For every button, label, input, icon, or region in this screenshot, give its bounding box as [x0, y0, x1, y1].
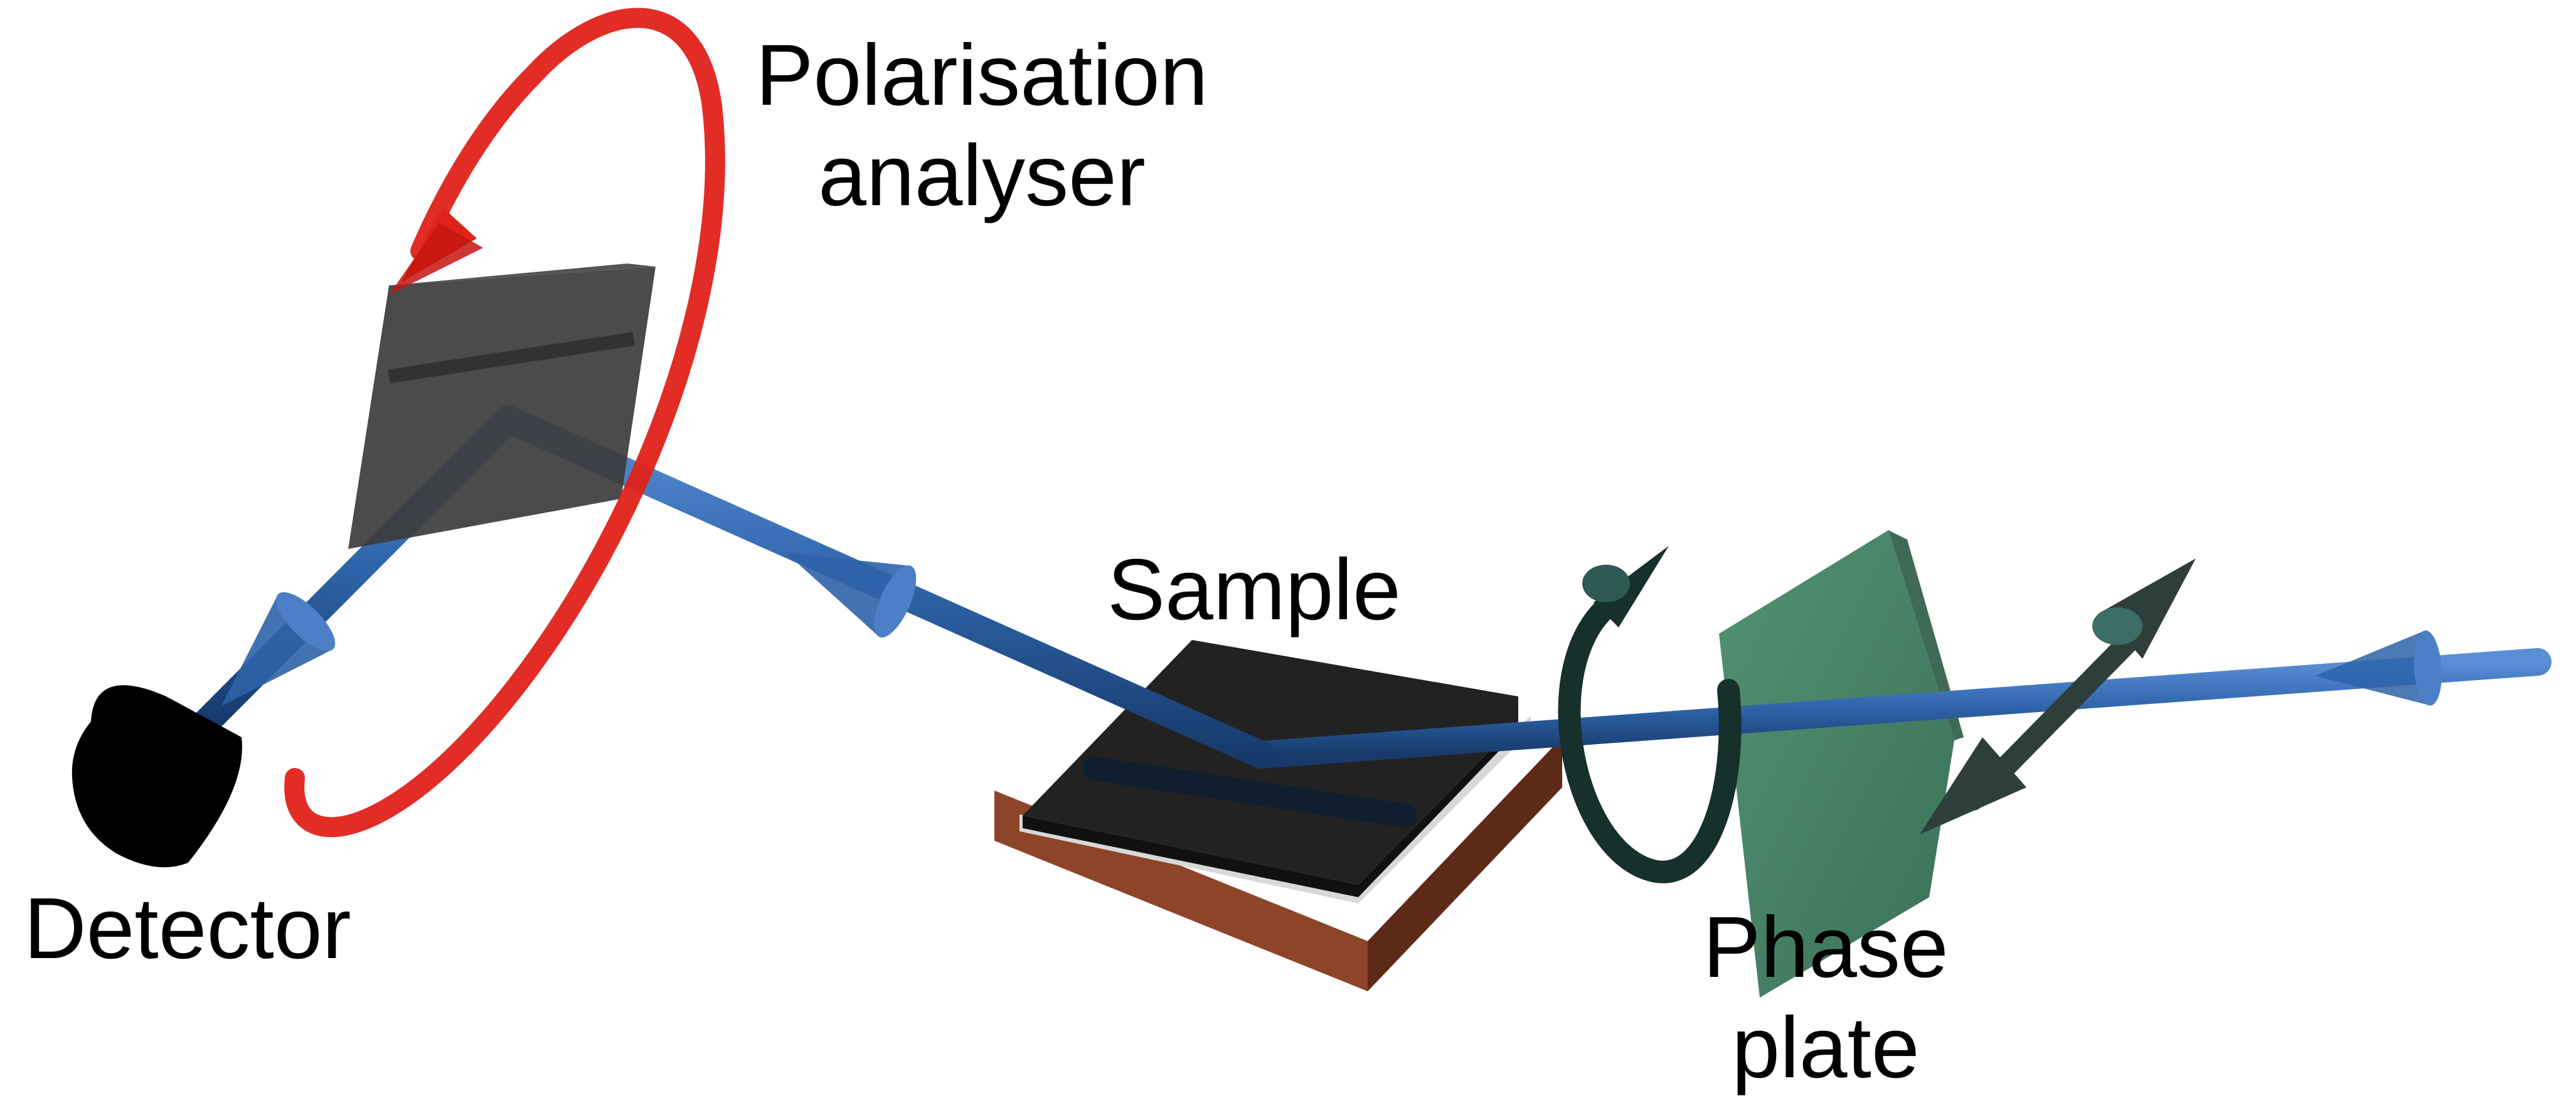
sample-top-edge	[1023, 722, 1518, 897]
rotation-arrow-head-cone	[389, 223, 483, 295]
beam-direction-arrows	[221, 553, 2442, 706]
circular-arrow-path	[1558, 591, 1742, 883]
beam-direction-arrow-icon	[221, 592, 336, 706]
analyser-front-face	[348, 267, 656, 549]
rotation-arrow-path	[284, 8, 725, 838]
rotation-arrow-icon	[284, 8, 725, 838]
detector-icon	[72, 685, 242, 868]
linear-arrow-cap-up	[2092, 607, 2142, 645]
phase-plate-face	[1719, 530, 1954, 998]
linear-arrow-head-down	[1920, 737, 2026, 834]
label-polarisation-analyser-line1: Polarisation	[755, 27, 1208, 124]
label-sample: Sample	[1107, 541, 1401, 638]
beam-reflection-shadow	[1083, 757, 1417, 828]
circular-arrow-head	[1594, 546, 1669, 627]
label-phase-plate-line1: Phase	[1703, 899, 1949, 996]
label-phase-plate-line2: plate	[1732, 999, 1920, 1096]
analyser-top-face	[389, 264, 656, 285]
beam-direction-arrow-icon	[786, 553, 917, 638]
circular-arrow-cap	[1582, 565, 1630, 602]
beam-direction-arrow-icon	[2315, 630, 2442, 706]
detector-body	[72, 685, 242, 868]
analyser-inner-edge	[388, 332, 635, 383]
phase-plate-edge	[1888, 530, 1964, 740]
sample-layer	[1019, 715, 1531, 903]
phase-plate	[1719, 530, 1964, 998]
label-polarisation-analyser: Polarisation analyser	[731, 25, 1233, 226]
sample-stack	[994, 640, 1562, 991]
label-polarisation-analyser-line2: analyser	[818, 127, 1146, 224]
polarisation-analyser-prism	[348, 264, 656, 549]
circular-polarisation-arrow-icon	[1558, 546, 1742, 883]
linear-polarisation-arrow-icon	[1920, 558, 2196, 834]
label-detector: Detector	[24, 880, 351, 977]
sample-base-side	[1368, 737, 1562, 991]
label-phase-plate: Phase plate	[1688, 897, 1964, 1098]
